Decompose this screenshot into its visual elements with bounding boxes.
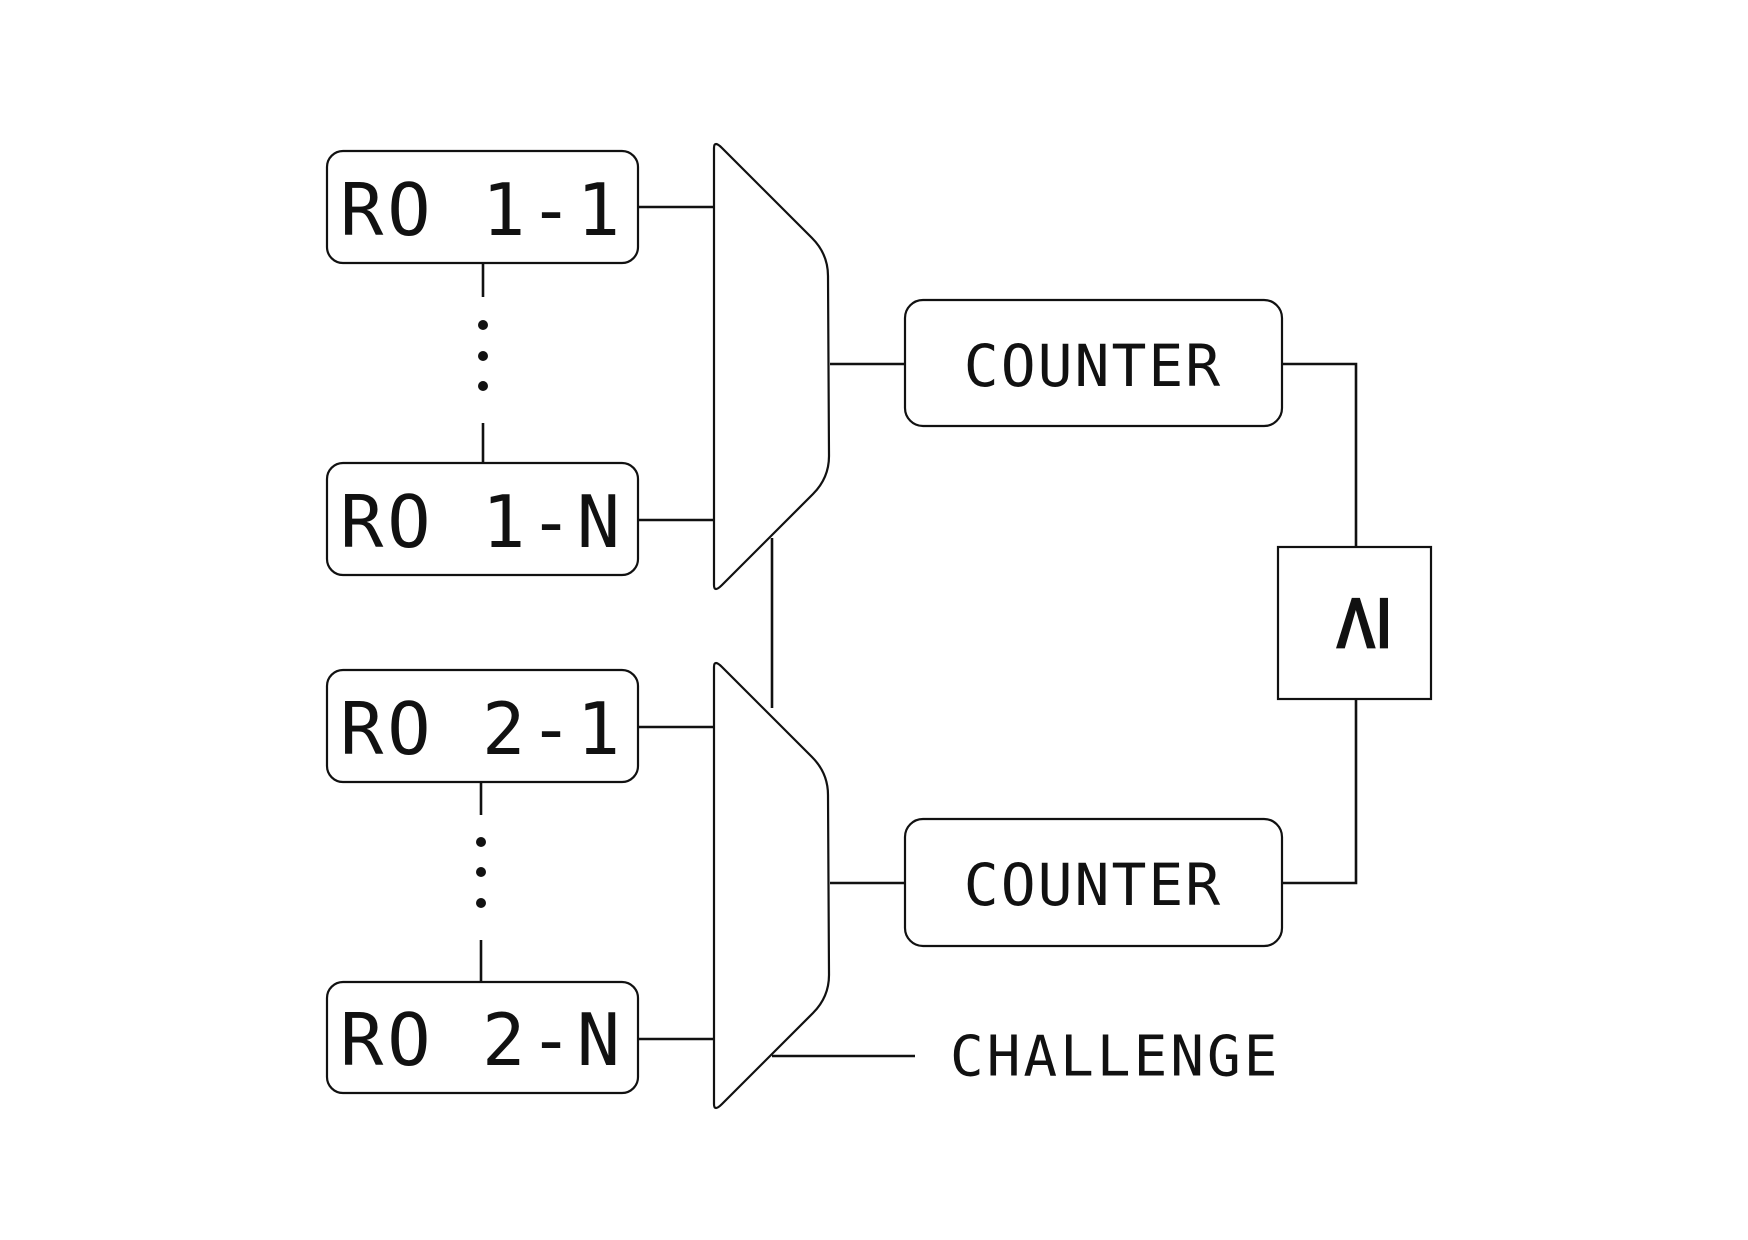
ro-block-2-1: RO 2-1 xyxy=(325,668,640,784)
counter-label: COUNTER xyxy=(964,851,1222,919)
wire-counter2-comparator xyxy=(1283,699,1358,885)
ro-block-1-n: RO 1-N xyxy=(325,461,640,577)
ro-label: RO 2-N xyxy=(340,998,624,1082)
ro-label: RO 1-1 xyxy=(340,168,624,252)
ellipsis-dot xyxy=(476,837,486,847)
ellipsis-dot xyxy=(478,351,488,361)
ro-block-2-n: RO 2-N xyxy=(325,980,640,1095)
ro-block-1-1: RO 1-1 xyxy=(325,149,640,265)
mux-2 xyxy=(712,661,831,1110)
counter-label: COUNTER xyxy=(964,332,1222,400)
ro-label: RO 1-N xyxy=(340,480,624,564)
comparator-symbol: ≥ xyxy=(1298,593,1412,652)
counter-1: COUNTER xyxy=(903,298,1284,428)
ellipsis-dot xyxy=(476,867,486,877)
mux-1 xyxy=(712,142,831,591)
ellipsis-dot xyxy=(478,381,488,391)
ellipsis-dot xyxy=(476,898,486,908)
ellipsis-group-1 xyxy=(478,320,488,391)
wires xyxy=(479,205,1358,1058)
challenge-label: CHALLENGE xyxy=(950,1025,1280,1090)
ro-label: RO 2-1 xyxy=(340,687,624,771)
ellipsis-dot xyxy=(478,320,488,330)
ellipsis-group-2 xyxy=(476,837,486,908)
counter-2: COUNTER xyxy=(903,817,1284,948)
wire-counter1-comparator xyxy=(1283,362,1358,547)
comparator: ≥ xyxy=(1276,545,1433,701)
